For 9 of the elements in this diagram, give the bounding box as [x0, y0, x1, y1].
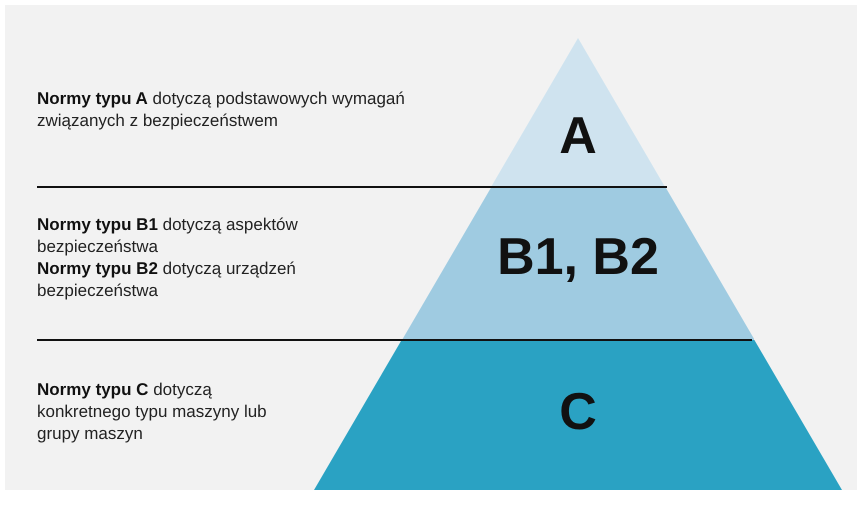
pyramid-top-band: [490, 38, 666, 187]
description-text: Normy typu A dotyczą podstawowych wymagań związanych z bezpieczeństwem: [37, 88, 406, 132]
pyramid-middle-band: [402, 187, 754, 340]
pyramid-base-band: [314, 340, 842, 490]
band-letter: A: [558, 106, 598, 166]
description-text: Normy typu C dotyczą konkretnego typu maszyny lub grupy maszyn: [37, 379, 268, 445]
description-text: Normy typu B2 dotyczą urządzeń bezpieczeństwa: [37, 258, 297, 302]
band-letter: C: [558, 382, 598, 442]
band-letter: B1, B2: [496, 227, 660, 287]
